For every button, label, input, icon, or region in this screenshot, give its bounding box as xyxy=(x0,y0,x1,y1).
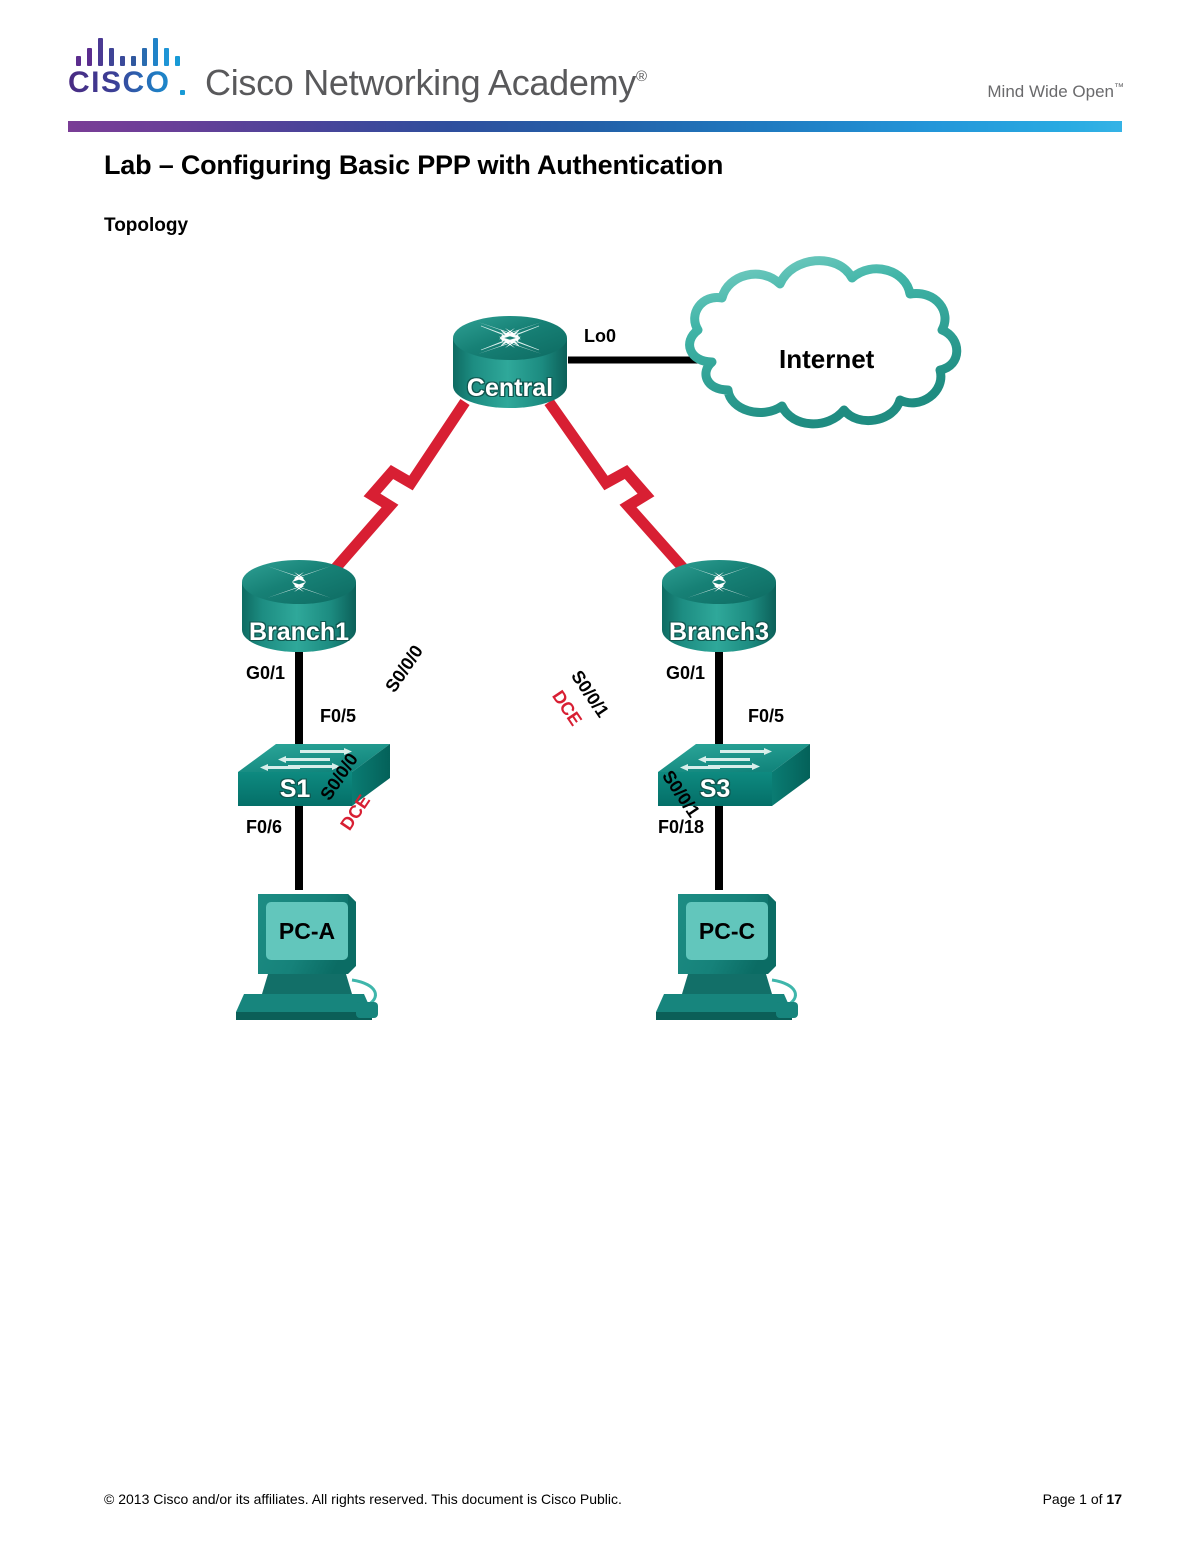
cisco-logo-bar-7 xyxy=(142,48,147,66)
section-heading-topology: Topology xyxy=(104,215,189,236)
interface-label-g01-branch1: G0/1 xyxy=(246,663,286,683)
cisco-logo-bar-8 xyxy=(153,38,158,66)
interface-label-f018-s3: F0/18 xyxy=(658,817,705,837)
interface-label-f06-s1: F0/6 xyxy=(246,817,283,837)
networking-academy-label: Cisco Networking Academy xyxy=(205,62,636,103)
cisco-logo: CISCO xyxy=(68,36,190,108)
header-gradient-divider xyxy=(68,121,1122,132)
switch-s3-icon xyxy=(658,744,810,806)
router-central-icon xyxy=(453,316,567,408)
topology-canvas xyxy=(236,256,962,1020)
interface-label-g01-branch3: G0/1 xyxy=(666,663,706,683)
pc-label-pcc: PC-C xyxy=(698,918,756,944)
tagline-label: Mind Wide Open xyxy=(987,82,1114,101)
interface-label-f05-s3: F0/5 xyxy=(748,706,785,726)
cisco-logo-bar-10 xyxy=(175,56,180,66)
interface-label-lo0: Lo0 xyxy=(584,326,617,346)
topology-diagram: Internet Central Branch1 Branch3 S1 S3 P… xyxy=(0,250,1200,1030)
page-footer: © 2013 Cisco and/or its affiliates. All … xyxy=(0,1491,1200,1511)
mind-wide-open-tagline: Mind Wide Open™ xyxy=(987,82,1124,102)
cloud-label-internet: Internet xyxy=(779,344,875,374)
pc-label-pca: PC-A xyxy=(278,918,336,944)
footer-page-prefix: Page 1 of xyxy=(1042,1491,1107,1507)
pc-a-icon xyxy=(236,894,378,1020)
cisco-wordmark-dot xyxy=(180,90,185,95)
cisco-logo-bar-2 xyxy=(87,48,92,66)
interface-label-f05-s1: F0/5 xyxy=(320,706,357,726)
router-branch1-icon xyxy=(242,560,356,652)
pc-c-icon xyxy=(656,894,798,1020)
networking-academy-title: Cisco Networking Academy® xyxy=(205,62,647,104)
cisco-logo-bars xyxy=(76,36,182,66)
footer-page-number: Page 1 of 17 xyxy=(1043,1491,1122,1507)
cisco-logo-bar-9 xyxy=(164,48,169,66)
footer-page-total: 17 xyxy=(1106,1491,1122,1507)
cisco-logo-bar-6 xyxy=(131,56,136,66)
cisco-logo-bar-4 xyxy=(109,48,114,66)
link-central-branch3 xyxy=(544,398,697,582)
page-title: Lab – Configuring Basic PPP with Authent… xyxy=(104,150,724,180)
router-branch3-icon xyxy=(662,560,776,652)
footer-copyright: © 2013 Cisco and/or its affiliates. All … xyxy=(104,1491,622,1507)
trademark-mark-icon: ™ xyxy=(1114,82,1124,93)
page-header: CISCO Cisco Networking Academy® Mind Wid… xyxy=(0,0,1200,138)
cisco-wordmark: CISCO xyxy=(68,66,190,100)
switch-s1-icon xyxy=(238,744,390,806)
link-central-branch1 xyxy=(322,398,470,582)
registered-mark-icon: ® xyxy=(635,68,647,85)
cisco-logo-bar-3 xyxy=(98,38,103,66)
internet-cloud-icon xyxy=(685,256,962,429)
cisco-logo-bar-1 xyxy=(76,56,81,66)
cisco-logo-bar-5 xyxy=(120,56,125,66)
